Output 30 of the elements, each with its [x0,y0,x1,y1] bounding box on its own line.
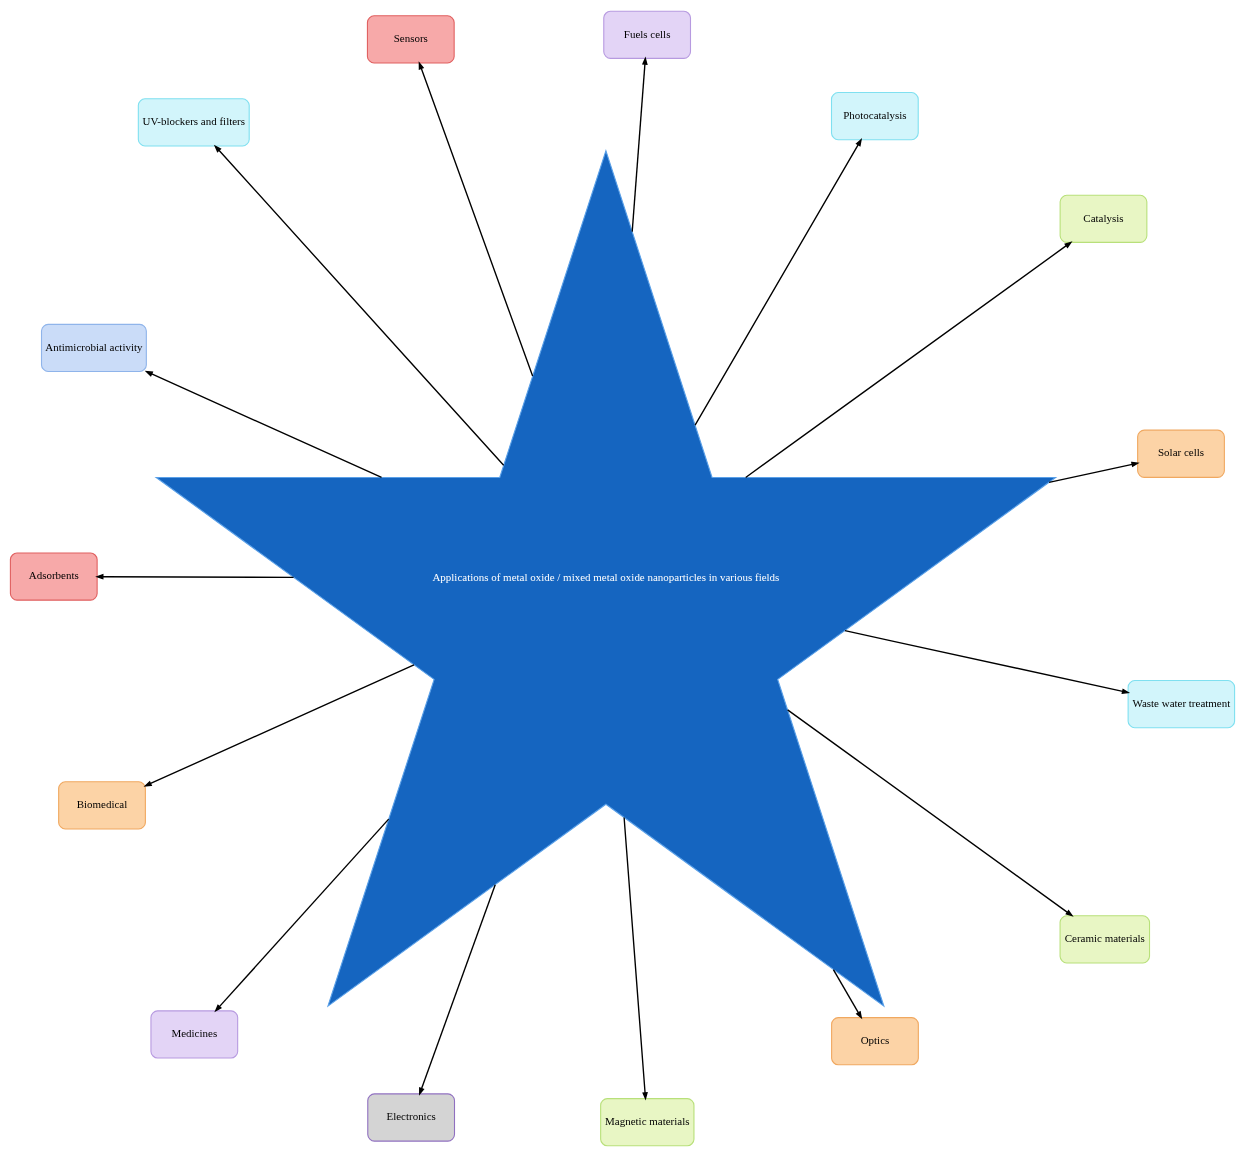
arrow [844,629,1131,694]
arrow [213,144,505,466]
arrow [418,60,534,377]
arrow [143,663,415,787]
arrow [95,573,295,580]
node-box: Biomedical [58,780,146,829]
node-box: Waste water treatment [1127,679,1236,728]
node-box: Fuels cells [603,10,692,59]
arrow [419,883,496,1096]
node-box: Adsorbents [9,551,98,601]
node-box: Catalysis [1059,194,1148,243]
node-box: Antimicrobial activity [40,323,147,372]
arrow [1048,461,1140,483]
arrow [745,240,1073,478]
arrow [786,708,1074,917]
node-box: Solar cells [1137,429,1225,478]
node-box: Ceramic materials [1059,914,1151,963]
arrow [694,137,863,426]
node-box: Photocatalysis [830,91,919,140]
arrow [832,968,863,1019]
node-box: Medicines [150,1009,239,1059]
arrow [214,817,390,1012]
arrow [144,370,383,478]
node-box: Magnetic materials [600,1097,695,1146]
arrow [631,55,648,232]
node-box: Sensors [366,14,455,64]
node-box: Optics [831,1016,919,1065]
arrow [623,816,648,1100]
node-box: UV-blockers and filters [137,97,250,147]
node-box: Electronics [367,1092,456,1142]
